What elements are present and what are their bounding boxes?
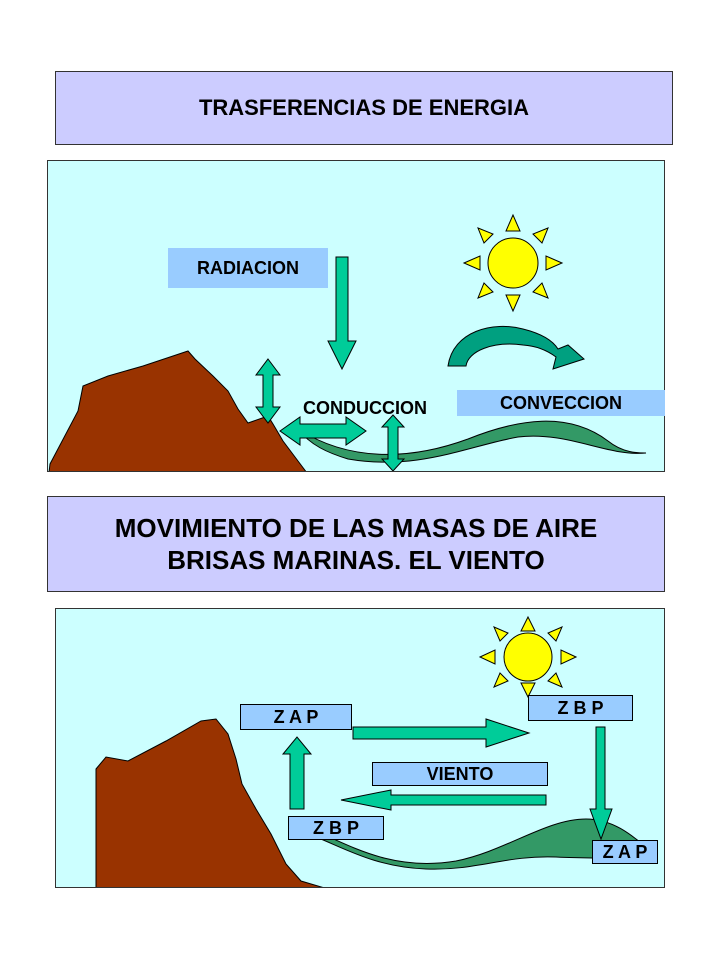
conduction-horizontal-arrow-icon <box>279 416 367 446</box>
title-energy-transfer-text: TRASFERENCIAS DE ENERGIA <box>198 95 530 120</box>
mountain-icon <box>95 718 324 887</box>
wind-arrow-icon <box>340 789 547 811</box>
energy-transfer-panel <box>47 160 665 472</box>
label-conduccion: CONDUCCION <box>303 397 427 418</box>
label-zbp-bottom: Z B P <box>288 816 384 840</box>
sun-icon <box>478 615 578 699</box>
title-air-masses: MOVIMIENTO DE LAS MASAS DE AIRE BRISAS M… <box>47 496 665 592</box>
upper-flow-arrow-icon <box>352 718 531 748</box>
title-energy-transfer: TRASFERENCIAS DE ENERGIA <box>55 71 673 145</box>
sun-icon <box>462 213 564 313</box>
label-conveccion: CONVECCION <box>457 390 665 416</box>
title-air-masses-line2: BRISAS MARINAS. EL VIENTO <box>167 545 545 575</box>
label-zap-bottom: Z A P <box>592 840 658 864</box>
title-air-masses-line1: MOVIMIENTO DE LAS MASAS DE AIRE <box>114 513 598 543</box>
radiation-arrow-icon <box>327 256 357 371</box>
sea-breeze-panel <box>55 608 665 888</box>
conduction-vertical-arrow-icon <box>255 358 281 424</box>
label-zbp-top: Z B P <box>528 695 633 721</box>
sea-breeze-diagram <box>95 615 657 887</box>
sinking-air-arrow-icon <box>589 726 613 841</box>
convection-arrow-icon <box>447 325 585 370</box>
label-radiacion: RADIACION <box>168 248 328 288</box>
sea-wave-icon <box>297 420 647 463</box>
energy-transfer-diagram <box>48 213 647 471</box>
rising-air-arrow-icon <box>281 736 313 810</box>
label-zap-top: Z A P <box>240 704 352 730</box>
mountain-icon <box>48 350 307 471</box>
sea-vertical-arrow-icon <box>380 414 406 471</box>
label-viento: VIENTO <box>372 762 548 786</box>
